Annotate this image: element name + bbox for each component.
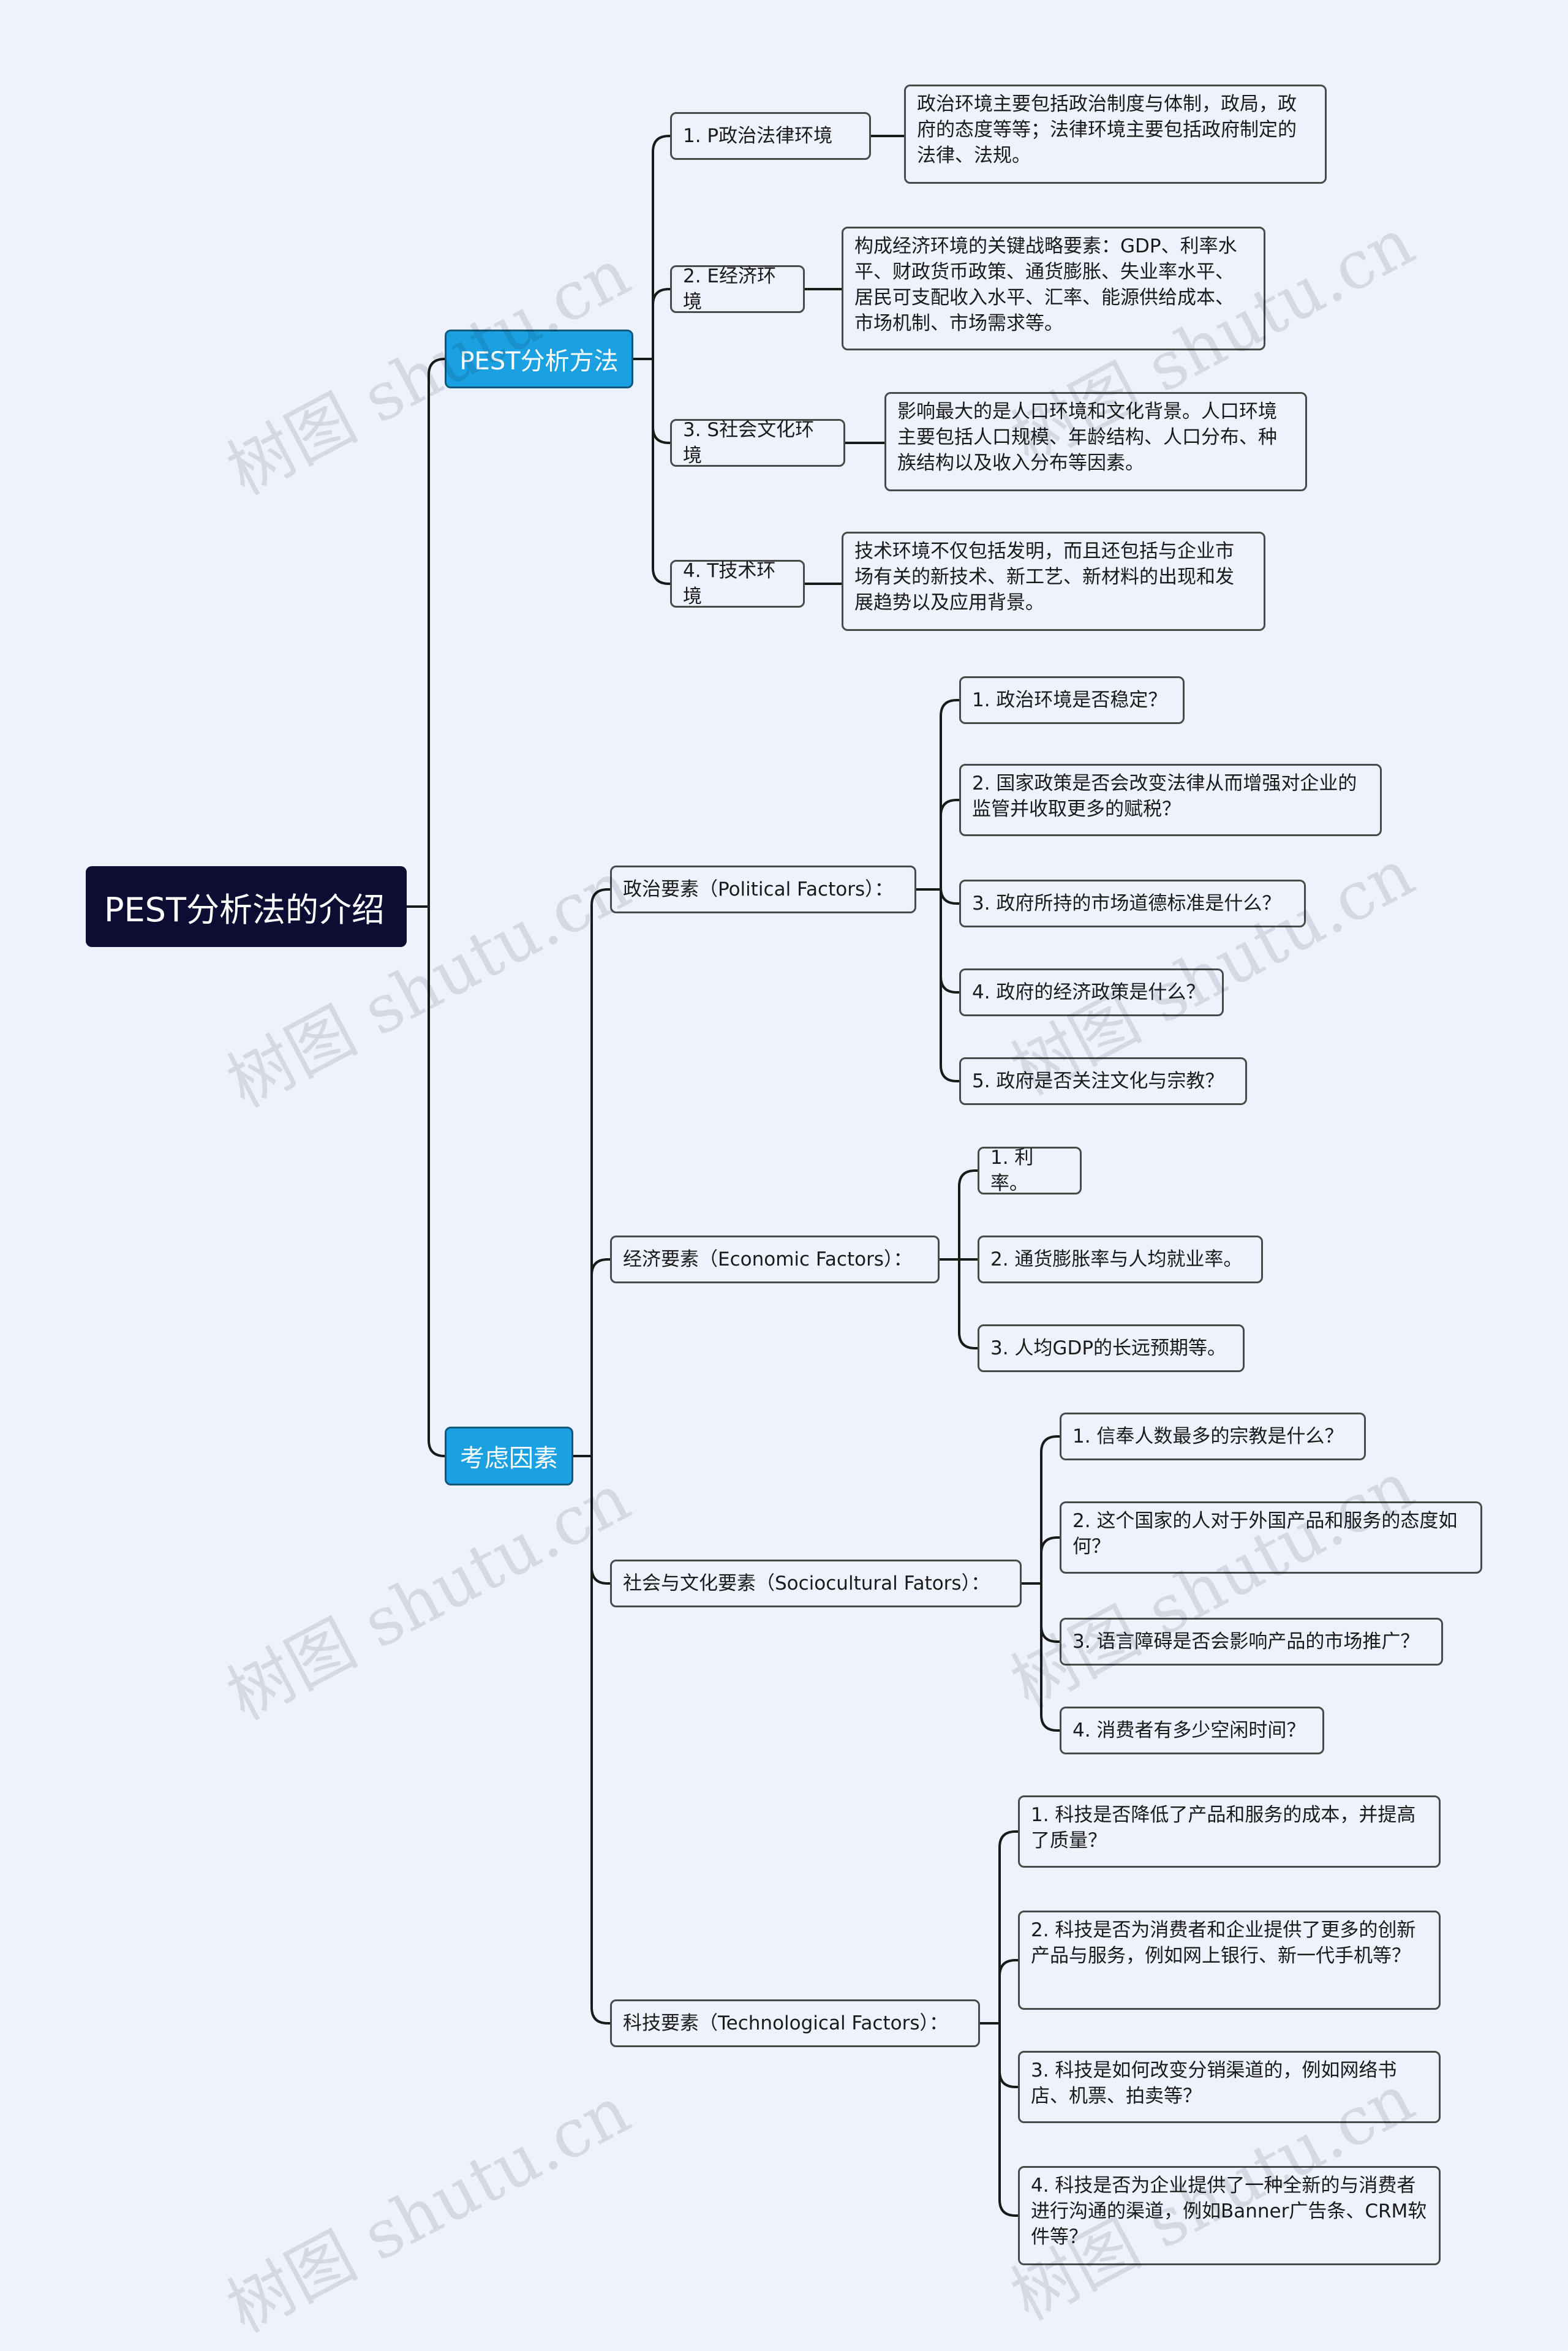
factor-group-1-item-4[interactable]: 4. 政府的经济政策是什么？	[959, 968, 1224, 1016]
factor-group-2[interactable]: 经济要素（Economic Factors）：	[610, 1236, 940, 1283]
factor-group-4-item-3-label: 3. 科技是如何改变分销渠道的，例如网络书店、机票、拍卖等？	[1031, 2059, 1397, 2107]
pest-item-3-desc: 影响最大的是人口环境和文化背景。人口环境主要包括人口规模、年龄结构、人口分布、种…	[884, 392, 1307, 491]
pest-item-3-desc-label: 影响最大的是人口环境和文化背景。人口环境主要包括人口规模、年龄结构、人口分布、种…	[897, 401, 1277, 474]
factor-group-3-item-1[interactable]: 1. 信奉人数最多的宗教是什么？	[1060, 1413, 1366, 1460]
factor-group-1-item-5[interactable]: 5. 政府是否关注文化与宗教？	[959, 1057, 1247, 1105]
factor-group-1-item-1[interactable]: 1. 政治环境是否稳定？	[959, 676, 1185, 724]
factor-group-3-item-4-label: 4. 消费者有多少空闲时间？	[1072, 1719, 1306, 1742]
factor-group-1-item-2-label: 2. 国家政策是否会改变法律从而增强对企业的监管并收取更多的赋税？	[972, 772, 1357, 820]
root-link-1	[428, 907, 445, 1457]
factors-link-0	[590, 888, 610, 1456]
pest-item-2[interactable]: 2. E经济环境	[670, 265, 805, 313]
factor-group-3-item-2[interactable]: 2. 这个国家的人对于外国产品和服务的态度如何？	[1060, 1501, 1482, 1574]
factor-group-4-item-4[interactable]: 4. 科技是否为企业提供了一种全新的与消费者进行沟通的渠道，例如Banner广告…	[1018, 2166, 1441, 2265]
factor-group-1-item-5-label: 5. 政府是否关注文化与宗教？	[972, 1070, 1224, 1092]
factor-group-1-item-3-label: 3. 政府所持的市场道德标准是什么？	[972, 892, 1281, 915]
pest-item-1-desc: 政治环境主要包括政治制度与体制，政局，政府的态度等等；法律环境主要包括政府制定的…	[904, 85, 1327, 184]
pest-method-link-3	[652, 359, 670, 585]
factor-group-3[interactable]: 社会与文化要素（Sociocultural Fators）：	[610, 1560, 1022, 1607]
factor-group-4-label: 科技要素（Technological Factors）：	[623, 2012, 948, 2034]
factor-group-3-link-1	[1040, 1536, 1060, 1583]
factor-group-4-link-0	[998, 1830, 1018, 2023]
factor-group-3-link-2	[1040, 1583, 1060, 1643]
factor-group-3-item-3-label: 3. 语言障碍是否会影响产品的市场推广？	[1072, 1631, 1420, 1653]
factor-group-4-item-1-label: 1. 科技是否降低了产品和服务的成本，并提高了质量？	[1031, 1804, 1416, 1852]
root-node[interactable]: PEST分析法的介绍	[86, 866, 407, 947]
factor-group-2-link-2	[958, 1259, 978, 1349]
factor-group-4-item-2[interactable]: 2. 科技是否为消费者和企业提供了更多的创新产品与服务，例如网上银行、新一代手机…	[1018, 1911, 1441, 2010]
branch-factors[interactable]: 考虑因素	[445, 1427, 573, 1485]
pest-item-3[interactable]: 3. S社会文化环境	[670, 419, 845, 467]
factor-group-2-item-2-label: 2. 通货膨胀率与人均就业率。	[990, 1248, 1243, 1270]
pest-item-4[interactable]: 4. T技术环境	[670, 560, 805, 608]
pest-method-link-1	[652, 288, 670, 359]
factor-group-4-link-2	[998, 2023, 1018, 2088]
factor-group-1-label: 政治要素（Political Factors）：	[623, 878, 894, 900]
factor-group-1-link-0	[940, 699, 959, 889]
factor-group-3-item-1-label: 1. 信奉人数最多的宗教是什么？	[1072, 1425, 1344, 1447]
factor-group-4-item-2-label: 2. 科技是否为消费者和企业提供了更多的创新产品与服务，例如网上银行、新一代手机…	[1031, 1919, 1416, 1967]
pest-item-4-desc: 技术环境不仅包括发明，而且还包括与企业市场有关的新技术、新工艺、新材料的出现和发…	[842, 532, 1265, 631]
factor-group-4-item-3[interactable]: 3. 科技是如何改变分销渠道的，例如网络书店、机票、拍卖等？	[1018, 2051, 1441, 2123]
pest-item-1-label: 1. P政治法律环境	[683, 125, 833, 147]
factor-group-1-link-1	[940, 799, 959, 889]
pest-item-1-desc-label: 政治环境主要包括政治制度与体制，政局，政府的态度等等；法律环境主要包括政府制定的…	[917, 93, 1297, 167]
factor-group-2-item-1-label: 1. 利率。	[990, 1147, 1034, 1194]
factor-group-3-link-3	[1040, 1583, 1060, 1732]
branch-pest-method-label: PEST分析方法	[459, 347, 619, 375]
factor-group-3-label: 社会与文化要素（Sociocultural Fators）：	[623, 1572, 990, 1594]
factor-group-1-item-2[interactable]: 2. 国家政策是否会改变法律从而增强对企业的监管并收取更多的赋税？	[959, 764, 1382, 836]
factor-group-3-item-2-label: 2. 这个国家的人对于外国产品和服务的态度如何？	[1072, 1510, 1458, 1558]
factor-group-1-link-2	[940, 887, 959, 905]
factor-group-1-link-3	[940, 889, 959, 994]
factor-group-2-item-2[interactable]: 2. 通货膨胀率与人均就业率。	[978, 1236, 1263, 1283]
factor-group-4[interactable]: 科技要素（Technological Factors）：	[610, 1999, 980, 2047]
factor-group-2-item-3[interactable]: 3. 人均GDP的长远预期等。	[978, 1324, 1245, 1372]
factor-group-4-link-3	[998, 2023, 1018, 2217]
pest-item-2-label: 2. E经济环境	[683, 265, 777, 313]
factor-group-1[interactable]: 政治要素（Political Factors）：	[610, 866, 916, 913]
factor-group-3-link-0	[1040, 1435, 1060, 1583]
pest-item-3-label: 3. S社会文化环境	[683, 419, 815, 467]
factor-group-4-item-1[interactable]: 1. 科技是否降低了产品和服务的成本，并提高了质量？	[1018, 1795, 1441, 1868]
factor-group-2-item-1[interactable]: 1. 利率。	[978, 1147, 1082, 1194]
pest-item-2-desc: 构成经济环境的关键战略要素：GDP、利率水平、财政货币政策、通货膨胀、失业率水平…	[842, 227, 1265, 350]
factor-group-4-link-1	[998, 1959, 1018, 2023]
root-link-0	[428, 358, 445, 907]
factor-group-2-item-3-label: 3. 人均GDP的长远预期等。	[990, 1337, 1227, 1359]
pest-item-4-desc-label: 技术环境不仅包括发明，而且还包括与企业市场有关的新技术、新工艺、新材料的出现和发…	[854, 540, 1234, 614]
pest-method-link-0	[652, 135, 670, 359]
factors-link-1	[590, 1258, 610, 1456]
pest-item-1[interactable]: 1. P政治法律环境	[670, 112, 871, 160]
factor-group-3-item-4[interactable]: 4. 消费者有多少空闲时间？	[1060, 1707, 1324, 1754]
factor-group-3-item-3[interactable]: 3. 语言障碍是否会影响产品的市场推广？	[1060, 1618, 1443, 1666]
factor-group-2-link-0	[958, 1169, 978, 1259]
factor-group-1-item-1-label: 1. 政治环境是否稳定？	[972, 689, 1167, 711]
factors-link-3	[590, 1456, 610, 2025]
branch-pest-method[interactable]: PEST分析方法	[445, 330, 633, 388]
factor-group-1-item-3[interactable]: 3. 政府所持的市场道德标准是什么？	[959, 880, 1306, 927]
root-node-label: PEST分析法的介绍	[104, 890, 385, 929]
factor-group-1-link-4	[940, 889, 959, 1082]
pest-method-link-2	[652, 359, 670, 444]
branch-factors-label: 考虑因素	[460, 1444, 558, 1473]
pest-item-4-label: 4. T技术环境	[683, 560, 776, 608]
factors-link-2	[590, 1456, 610, 1585]
factor-group-2-label: 经济要素（Economic Factors）：	[623, 1248, 913, 1270]
factor-group-4-item-4-label: 4. 科技是否为企业提供了一种全新的与消费者进行沟通的渠道，例如Banner广告…	[1031, 2175, 1427, 2248]
pest-item-2-desc-label: 构成经济环境的关键战略要素：GDP、利率水平、财政货币政策、通货膨胀、失业率水平…	[854, 235, 1237, 334]
factor-group-1-item-4-label: 4. 政府的经济政策是什么？	[972, 981, 1205, 1003]
